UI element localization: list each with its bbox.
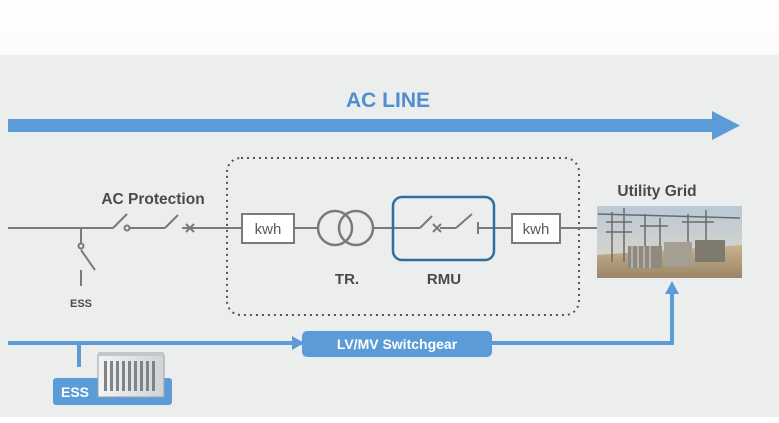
kwh-meter-right (511, 213, 561, 244)
ess-badge-label: ESS (61, 384, 89, 400)
utility-grid-label: Utility Grid (617, 183, 696, 200)
substation-photo (597, 206, 742, 278)
lv-mv-feeder-line (8, 281, 679, 367)
ess-small-label: ESS (70, 298, 92, 310)
switchgear-label: LV/MV Switchgear (337, 336, 458, 352)
rmu-switch-icon (455, 213, 479, 234)
switch-icon (112, 213, 131, 232)
kwh-right-label: kwh (523, 221, 550, 238)
equipment-group-box (226, 157, 580, 316)
transformer-icon (316, 209, 375, 247)
kwh-meter-left (241, 213, 295, 244)
top-band (0, 0, 779, 55)
ac-protection-label: AC Protection (101, 191, 204, 208)
ess-branch-switch (77, 228, 96, 286)
bottom-band (0, 417, 779, 423)
lv-mv-switchgear-box (302, 331, 492, 357)
ess-cabinet-icon (97, 352, 165, 398)
ac-line-label: AC LINE (346, 89, 430, 112)
rmu-breaker-icon (419, 215, 442, 233)
transformer-label: TR. (335, 271, 359, 288)
rmu-box (391, 195, 496, 262)
breaker-icon (164, 214, 195, 233)
rmu-label: RMU (427, 271, 461, 288)
ac-line-arrow (8, 111, 740, 140)
kwh-left-label: kwh (255, 221, 282, 238)
